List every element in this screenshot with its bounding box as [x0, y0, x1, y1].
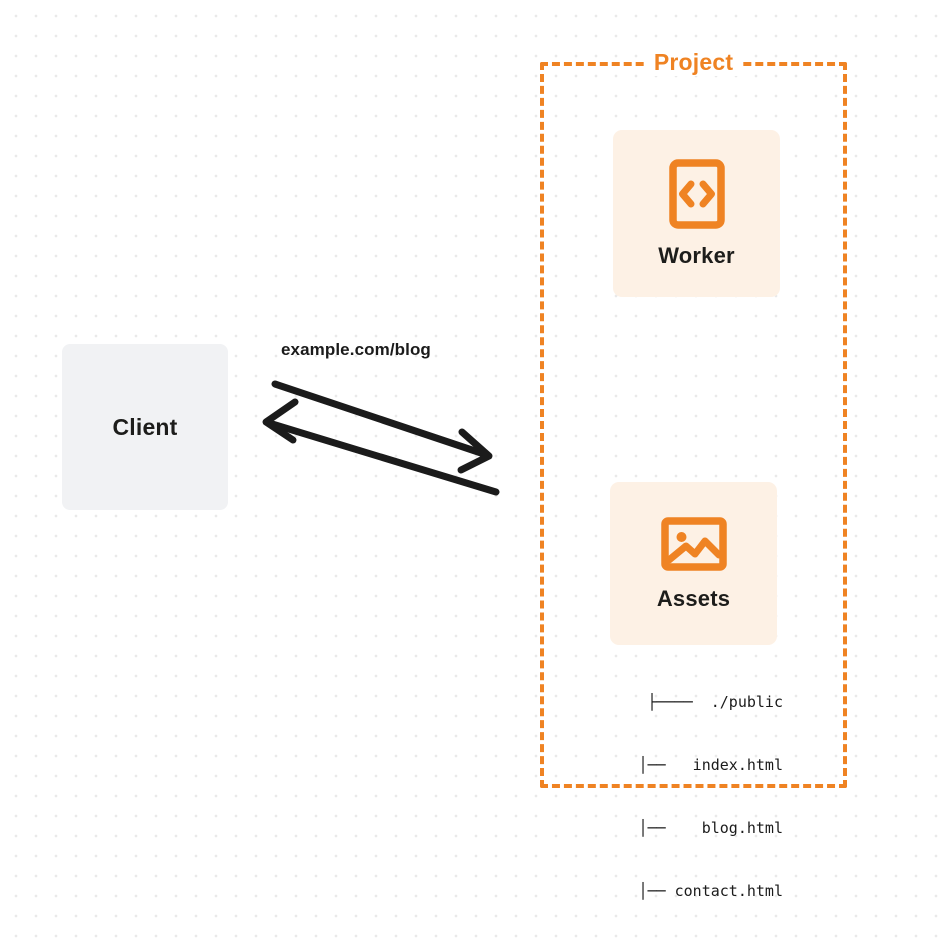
project-title: Project — [646, 49, 741, 76]
file-tree-row: │── contact.html — [620, 882, 783, 900]
file-tree-row: │── index.html — [620, 756, 783, 774]
project-group: Project — [540, 49, 847, 788]
assets-file-tree: ├──── ./public │── index.html │── blog.h… — [585, 650, 783, 944]
arrow-right-icon — [271, 380, 493, 474]
file-tree-row: ├──── ./public — [647, 693, 783, 711]
image-picture-icon — [660, 516, 727, 571]
code-brackets-icon — [668, 158, 725, 229]
client-node[interactable]: Client — [62, 344, 228, 510]
worker-card[interactable]: Worker — [613, 130, 780, 297]
file-tree-row: │── blog.html — [620, 819, 783, 837]
client-label: Client — [112, 413, 178, 440]
arrow-left-icon — [262, 398, 500, 496]
assets-label: Assets — [656, 585, 731, 611]
worker-label: Worker — [658, 242, 735, 268]
assets-card[interactable]: Assets — [610, 482, 777, 645]
diagram-canvas: Client example.com/blog Project Worker — [62, 49, 847, 900]
connection-label: example.com/blog — [281, 340, 431, 359]
